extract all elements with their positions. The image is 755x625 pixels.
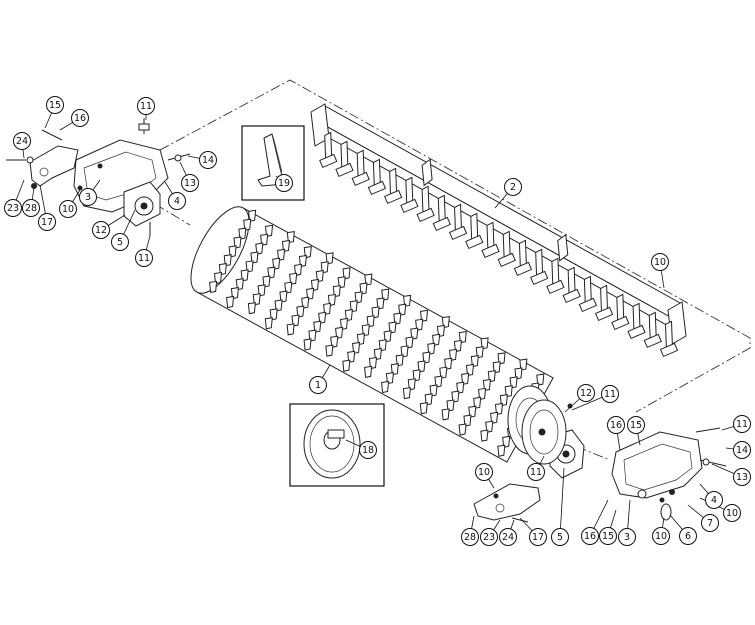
- callout-label: 10: [62, 204, 74, 215]
- callout-15: 15: [627, 416, 645, 434]
- callout-15: 15: [599, 527, 617, 545]
- callout-1: 1: [309, 376, 327, 394]
- callout-label: 10: [478, 467, 490, 478]
- callout-13: 13: [733, 468, 751, 486]
- callout-23: 23: [4, 199, 22, 217]
- callout-17: 17: [38, 213, 56, 231]
- callout-11: 11: [137, 97, 155, 115]
- callout-10: 10: [723, 504, 741, 522]
- callout-16: 16: [581, 527, 599, 545]
- callout-label: 11: [140, 101, 152, 112]
- callout-label: 28: [464, 532, 476, 543]
- left-bracket-assembly: [6, 118, 191, 236]
- callout-label: 5: [557, 532, 563, 543]
- callout-label: 23: [7, 203, 19, 214]
- tine-bar-assembly: [310, 103, 687, 358]
- callout-16: 16: [71, 109, 89, 127]
- callout-label: 4: [711, 495, 717, 506]
- callout-label: 13: [736, 472, 748, 483]
- callout-19: 19: [275, 174, 293, 192]
- callout-3: 3: [618, 528, 636, 546]
- callout-label: 15: [630, 420, 642, 431]
- callout-11: 11: [733, 415, 751, 433]
- callout-2: 2: [504, 178, 522, 196]
- callout-label: 16: [74, 113, 86, 124]
- callout-label: 10: [726, 508, 738, 519]
- callout-24: 24: [499, 528, 517, 546]
- right-bracket-assembly: [473, 399, 727, 523]
- callout-15: 15: [46, 96, 64, 114]
- callout-12: 12: [577, 384, 595, 402]
- callout-11: 11: [135, 249, 153, 267]
- callout-17: 17: [529, 528, 547, 546]
- callout-label: 3: [85, 192, 91, 203]
- spiked-roller: [190, 206, 554, 463]
- callout-10: 10: [652, 527, 670, 545]
- callout-11: 11: [527, 463, 545, 481]
- callout-label: 5: [117, 237, 123, 248]
- callout-label: 2: [510, 182, 516, 193]
- detail-box-18: [289, 403, 385, 487]
- callout-label: 12: [95, 225, 107, 236]
- callout-label: 18: [362, 445, 374, 456]
- callout-10: 10: [59, 200, 77, 218]
- callout-label: 15: [49, 100, 61, 111]
- callout-label: 4: [174, 196, 180, 207]
- callout-5: 5: [111, 233, 129, 251]
- callout-label: 11: [138, 253, 150, 264]
- callout-18: 18: [359, 441, 377, 459]
- callout-24: 24: [13, 132, 31, 150]
- callout-10: 10: [651, 253, 669, 271]
- callout-4: 4: [705, 491, 723, 509]
- callout-label: 16: [584, 531, 596, 542]
- callout-4: 4: [168, 192, 186, 210]
- callout-label: 14: [736, 445, 748, 456]
- callout-6: 6: [679, 527, 697, 545]
- callout-label: 24: [16, 136, 28, 147]
- callout-14: 14: [733, 441, 751, 459]
- callout-16: 16: [607, 416, 625, 434]
- callout-label: 17: [532, 532, 544, 543]
- callout-label: 15: [602, 531, 614, 542]
- callout-10: 10: [475, 463, 493, 481]
- callout-28: 28: [461, 528, 479, 546]
- callout-label: 11: [530, 467, 542, 478]
- callout-label: 19: [278, 178, 290, 189]
- callout-7: 7: [701, 514, 719, 532]
- callout-label: 17: [41, 217, 53, 228]
- callout-label: 10: [654, 257, 666, 268]
- callout-label: 13: [184, 178, 196, 189]
- callout-label: 14: [202, 155, 214, 166]
- detail-box-19: [241, 125, 305, 201]
- callout-label: 11: [736, 419, 748, 430]
- callout-23: 23: [480, 528, 498, 546]
- callout-13: 13: [181, 174, 199, 192]
- callout-label: 12: [580, 388, 592, 399]
- callout-label: 24: [502, 532, 514, 543]
- callout-28: 28: [22, 199, 40, 217]
- callout-11: 11: [601, 385, 619, 403]
- callout-5: 5: [551, 528, 569, 546]
- callout-12: 12: [92, 221, 110, 239]
- callout-label: 16: [610, 420, 622, 431]
- callout-label: 7: [707, 518, 713, 529]
- callout-label: 3: [624, 532, 630, 543]
- callout-label: 1: [315, 380, 321, 391]
- leader-line: [559, 467, 565, 538]
- callout-label: 6: [685, 531, 691, 542]
- callout-label: 28: [25, 203, 37, 214]
- callout-label: 10: [655, 531, 667, 542]
- callout-14: 14: [199, 151, 217, 169]
- callout-3: 3: [79, 188, 97, 206]
- callout-label: 11: [604, 389, 616, 400]
- callout-label: 23: [483, 532, 495, 543]
